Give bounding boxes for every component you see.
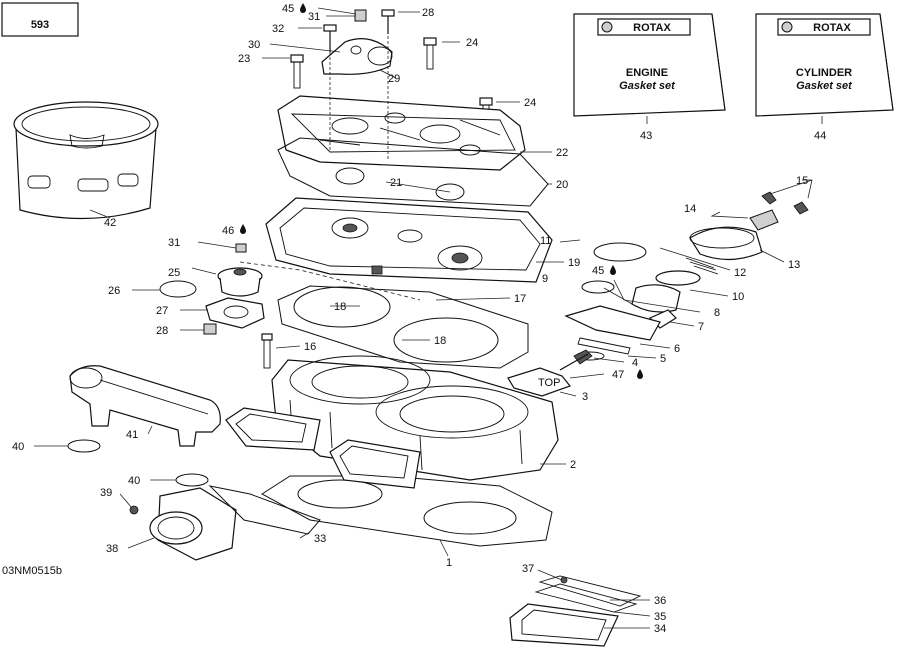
cylinder-head-cover — [277, 95, 526, 171]
callout-17: 17 — [514, 293, 526, 305]
kit-cylinder-gasket-set: ROTAX CYLINDER Gasket set — [755, 13, 894, 117]
callout-labels: 1 2 3 4 5 6 7 8 9 10 11 12 13 14 15 16 1… — [2, 3, 826, 635]
callout-44: 44 — [814, 130, 826, 142]
callout-6: 6 — [674, 343, 680, 355]
o-ring — [435, 183, 465, 201]
callout-38: 38 — [106, 543, 118, 555]
callout-9: 9 — [542, 273, 548, 285]
callout-30: 30 — [248, 39, 260, 51]
svg-text:Gasket set: Gasket set — [619, 80, 676, 92]
callout-42: 42 — [104, 217, 116, 229]
callout-20: 20 — [556, 179, 568, 191]
callout-19: 19 — [568, 257, 580, 269]
callout-23: 23 — [238, 53, 250, 65]
oil-drop-icon — [240, 224, 246, 234]
callout-35: 35 — [654, 611, 666, 623]
callout-22: 22 — [556, 147, 568, 159]
callout-45-b: 45 — [592, 265, 604, 277]
thermostat — [159, 243, 265, 335]
oil-drop-icon — [300, 3, 306, 13]
callout-37: 37 — [522, 563, 534, 575]
callout-4: 4 — [632, 357, 638, 369]
callout-8: 8 — [714, 307, 720, 319]
callout-34: 34 — [654, 623, 666, 635]
callout-28-a: 28 — [422, 7, 434, 19]
clamp — [175, 473, 209, 487]
intake-adaptor — [129, 485, 321, 561]
callout-10: 10 — [732, 291, 744, 303]
exhaust-manifold — [69, 365, 221, 447]
thermostat-housing-cap — [290, 9, 493, 130]
callout-15: 15 — [796, 175, 808, 187]
leader-lines — [34, 7, 813, 629]
callout-18-b: 18 — [434, 335, 446, 347]
callout-46: 46 — [222, 225, 234, 237]
callout-13: 13 — [788, 259, 800, 271]
intake-reed-block — [225, 407, 421, 489]
callout-3: 3 — [582, 391, 588, 403]
reed-valve-kit — [509, 575, 642, 647]
cylinder-head — [265, 197, 553, 283]
callout-5: 5 — [660, 353, 666, 365]
piston-marking: TOP — [538, 377, 560, 389]
callout-18-a: 18 — [334, 301, 346, 313]
callout-24-a: 24 — [466, 37, 478, 49]
page-number: 593 — [31, 19, 49, 31]
callout-16: 16 — [304, 341, 316, 353]
clamp — [67, 439, 101, 453]
kit-engine-gasket-set: ROTAX ENGINE Gasket set — [573, 13, 726, 117]
exhaust-valve-assembly: TOP — [507, 191, 809, 397]
diagram-code: 03NM0515b — [2, 565, 62, 577]
callout-39: 39 — [100, 487, 112, 499]
svg-text:ENGINE: ENGINE — [626, 67, 668, 79]
page-number-box: 593 — [1, 2, 79, 37]
callout-11: 11 — [540, 235, 551, 247]
svg-text:Gasket set: Gasket set — [796, 80, 853, 92]
callout-1: 1 — [446, 557, 452, 569]
rotax-logo-icon — [601, 21, 613, 33]
callout-2: 2 — [570, 459, 576, 471]
callout-40-b: 40 — [128, 475, 140, 487]
callout-40-a: 40 — [12, 441, 24, 453]
callout-33: 33 — [314, 533, 326, 545]
callout-25: 25 — [168, 267, 180, 279]
base-gasket — [261, 475, 553, 547]
callout-41: 41 — [126, 429, 138, 441]
svg-text:ROTAX: ROTAX — [633, 22, 671, 34]
callout-31-a: 31 — [308, 11, 320, 23]
callout-29: 29 — [388, 73, 400, 85]
svg-text:CYLINDER: CYLINDER — [796, 67, 852, 79]
oil-drop-icon — [637, 369, 643, 379]
callout-27: 27 — [156, 305, 168, 317]
callout-31-b: 31 — [168, 237, 180, 249]
callout-36: 36 — [654, 595, 666, 607]
callout-12: 12 — [734, 267, 746, 279]
callout-47: 47 — [612, 369, 624, 381]
svg-text:ROTAX: ROTAX — [813, 22, 851, 34]
callout-45-a: 45 — [282, 3, 294, 15]
callout-43: 43 — [640, 130, 652, 142]
callout-28-b: 28 — [156, 325, 168, 337]
cover-gasket — [277, 137, 549, 207]
cylinder-sleeve — [13, 101, 159, 220]
callout-7: 7 — [698, 321, 704, 333]
o-ring — [335, 167, 365, 185]
callout-26: 26 — [108, 285, 120, 297]
oil-drop-icon — [610, 265, 616, 275]
callout-32: 32 — [272, 23, 284, 35]
rotax-logo-icon — [781, 21, 793, 33]
callout-24-b: 24 — [524, 97, 536, 109]
callout-21: 21 — [390, 177, 402, 189]
callout-14: 14 — [684, 203, 696, 215]
head-gasket — [277, 285, 529, 369]
